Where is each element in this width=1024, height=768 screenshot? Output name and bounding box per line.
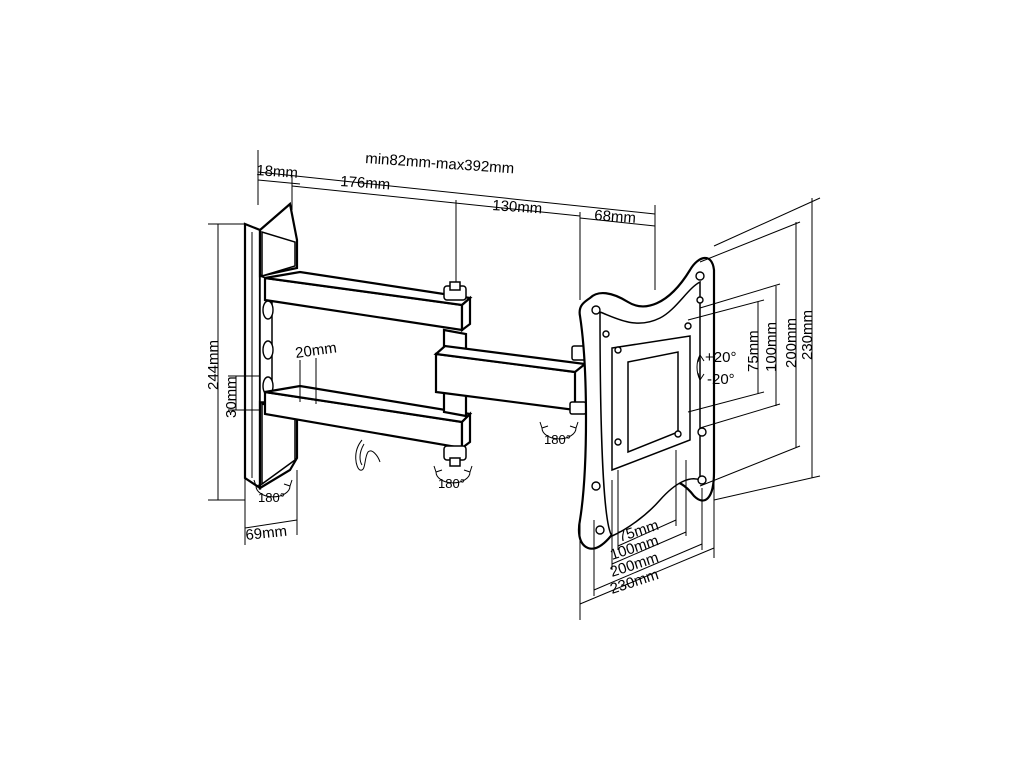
arm-second-label: 130mm <box>492 197 543 217</box>
tilt-indicator <box>696 354 705 381</box>
cable-clip <box>355 439 381 471</box>
vesa-v-75-label: 75mm <box>745 330 762 372</box>
arm-width-label: 20mm <box>294 339 338 362</box>
vesa-v-200-label: 200mm <box>783 318 800 368</box>
arm-pivot-rotation-icon <box>433 465 473 484</box>
wall-pivot-rotation-label: 180° <box>258 490 285 505</box>
tilt-down-label: -20° <box>707 371 735 388</box>
total-extension-label: min82mm-max392mm <box>365 150 515 177</box>
arm-pivot-rotation-label: 180° <box>438 476 465 491</box>
wall-pivot-rotation-icon <box>253 479 293 498</box>
arm-first-label: 176mm <box>340 173 391 193</box>
wall-plate-hole-spacing-label: 30mm <box>223 376 240 418</box>
wall-plate-width-dimension <box>244 470 298 545</box>
wall-plate-height-dimension <box>208 223 260 501</box>
head-pivot-rotation-label: 180° <box>544 432 571 447</box>
vesa-vertical-dimensions <box>687 197 821 501</box>
head-depth-label: 68mm <box>594 207 637 227</box>
first-arm-upper <box>263 270 473 333</box>
wall-plate <box>243 201 299 491</box>
vesa-plate <box>577 256 716 550</box>
wall-plate-height-label: 244mm <box>205 340 222 390</box>
vesa-v-100-label: 100mm <box>763 322 780 372</box>
wall-plate-depth-label: 18mm <box>256 162 299 182</box>
arm-width-dimension <box>299 358 317 404</box>
top-dimension-lines <box>257 150 656 300</box>
wall-plate-width-label: 69mm <box>245 523 288 544</box>
tilt-up-label: +20° <box>705 349 736 366</box>
vesa-horizontal-dimensions <box>579 450 715 620</box>
vesa-v-230-label: 230mm <box>799 310 816 360</box>
head-pivot-rotation-icon <box>539 421 579 440</box>
